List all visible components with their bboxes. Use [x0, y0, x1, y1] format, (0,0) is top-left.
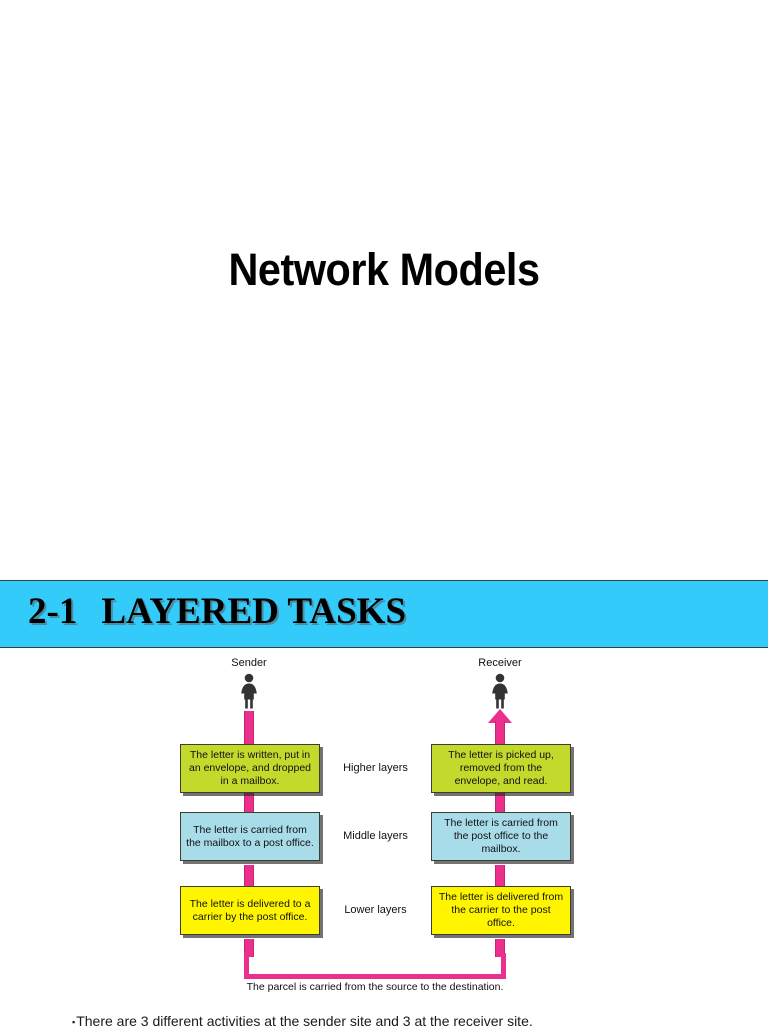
data-path-receiver-top	[495, 721, 505, 747]
section-banner: 2-1 LAYERED TASKS	[0, 580, 768, 648]
data-path-sender-middle-lower	[244, 865, 254, 889]
layer-name-middle: Middle layers	[343, 830, 408, 842]
data-path-receiver-bottom	[495, 939, 505, 957]
layer-box-receiver-higher: The letter is picked up, removed from th…	[431, 744, 571, 793]
data-path-receiver-higher-middle	[495, 790, 505, 815]
layer-box-sender-higher: The letter is written, put in an envelop…	[180, 744, 320, 793]
person-female-icon-receiver	[488, 673, 512, 709]
page-title: Network Models	[228, 244, 540, 295]
person-female-icon-sender	[237, 673, 261, 709]
body-bullet-line: ▪There are 3 different activities at the…	[72, 1012, 712, 1031]
arrow-up-icon-receiver	[488, 709, 512, 723]
layered-tasks-figure: Sender Receiver The letter is written, p…	[180, 657, 571, 995]
body-bullet-text: There are 3 different activities at the …	[76, 1013, 533, 1029]
section-number: 2-1	[28, 591, 78, 632]
layer-name-higher: Higher layers	[343, 762, 408, 774]
data-path-sender-higher-middle	[244, 790, 254, 815]
layer-box-receiver-middle: The letter is carried from the post offi…	[431, 812, 571, 861]
layer-box-sender-middle: The letter is carried from the mailbox t…	[180, 812, 320, 861]
receiver-label: Receiver	[478, 657, 522, 669]
figure-caption: The parcel is carried from the source to…	[246, 981, 504, 993]
section-banner-inner: 2-1 LAYERED TASKS	[28, 590, 406, 634]
data-path-sender-top	[244, 711, 254, 747]
data-path-sender-bottom	[244, 939, 254, 957]
layer-name-lower: Lower layers	[344, 904, 407, 916]
bullet-marker-icon: ▪	[72, 1017, 76, 1028]
parcel-transport-connector	[244, 953, 506, 979]
layer-box-receiver-lower: The letter is delivered from the carrier…	[431, 886, 571, 935]
data-path-receiver-middle-lower	[495, 865, 505, 889]
layer-box-sender-lower: The letter is delivered to a carrier by …	[180, 886, 320, 935]
sender-label: Sender	[231, 657, 267, 669]
section-heading: LAYERED TASKS	[101, 591, 407, 632]
